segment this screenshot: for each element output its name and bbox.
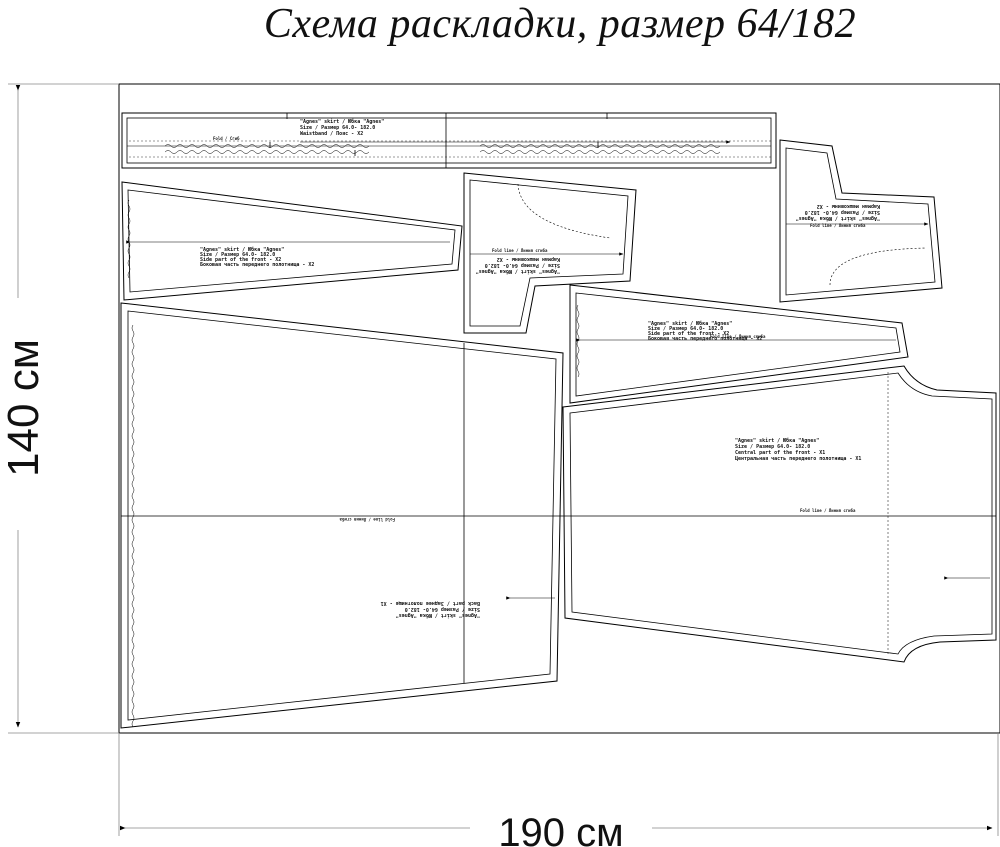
width-dimension [118,733,999,836]
front-side-left-label-2: Size / Размер 64.0- 182.0 [200,252,275,258]
waistband-label-2: Size / Размер 64.0- 182.0 [300,125,375,131]
waistband-piece [121,112,777,169]
pocket-top-label-1: Карман мешковины - X2 [497,256,560,262]
pocket-top-label-3: "Agnes" skirt / Юбка "Agnes" [476,268,560,275]
pocket-top-label-2: Size / Размер 64.0- 182.0 [485,262,560,268]
height-label: 140 см [0,339,48,477]
front-side-left-label-1: "Agnes" skirt / Юбка "Agnes" [200,246,284,253]
fabric-sheet [118,83,1000,734]
pocket-top-piece [463,172,637,334]
front-side-left-piece [121,181,463,301]
front-side-left-label-3: Side part of the front - X2 [200,257,281,263]
back-fold: Fold line / Линия сгиба [339,517,395,522]
front-side-right-label-1: "Agnes" skirt / Юбка "Agnes" [648,320,732,327]
height-dimension [8,83,119,734]
waistband-label-3: Waistband / Пояс - X2 [300,131,363,137]
layout-title: Схема раскладки, размер 64/182 [263,1,857,47]
pocket-right-label-3: "Agnes" skirt / Юбка "Agnes" [796,215,880,222]
waistband-fold: Fold / Сгиб [213,136,240,141]
front-side-right-label-3: Side part of the front - X2 [648,331,729,337]
central-front-label-1: "Agnes" skirt / Юбка "Agnes" [735,437,819,444]
central-front-label-3: Central part of the front - X1 [735,450,825,456]
back-piece [120,302,564,729]
waistband-label-1: "Agnes" skirt / Юбка "Agnes" [300,118,384,125]
front-side-right-label-2: Size / Размер 64.0- 182.0 [648,326,723,332]
pocket-top-fold: Fold line / Линия сгиба [492,248,548,253]
central-front-label-2: Size / Размер 64.0- 182.0 [735,444,810,450]
pocket-right-fold: Fold line / Линия сгиба [810,223,866,228]
width-label: 190 см [498,811,623,847]
central-front-fold: Fold line / Линия сгиба [800,508,856,513]
pocket-right-label-2: Size / Размер 64.0- 182.0 [805,209,880,215]
central-front-piece [562,365,997,663]
back-label-2: Size / Размер 64.0- 182.0 [405,606,480,612]
back-label-1: "Agnes" skirt / Юбка "Agnes" [396,612,480,619]
front-side-right-label-4: Боковая часть переднего полотнища - X2 [648,336,762,342]
front-side-right-fold: Fold line / Линия сгиба [710,334,766,339]
back-label-3: Back part / Заднее полотнище - X1 [381,600,480,606]
front-side-left-label-4: Боковая часть переднего полотнища - X2 [200,262,314,268]
front-side-right-piece [569,284,909,404]
central-front-label-4: Центральная часть переднего полотнища - … [735,456,861,462]
pocket-right-label-1: Карман мешковины - X2 [817,203,880,209]
pocket-right-piece [779,139,943,303]
